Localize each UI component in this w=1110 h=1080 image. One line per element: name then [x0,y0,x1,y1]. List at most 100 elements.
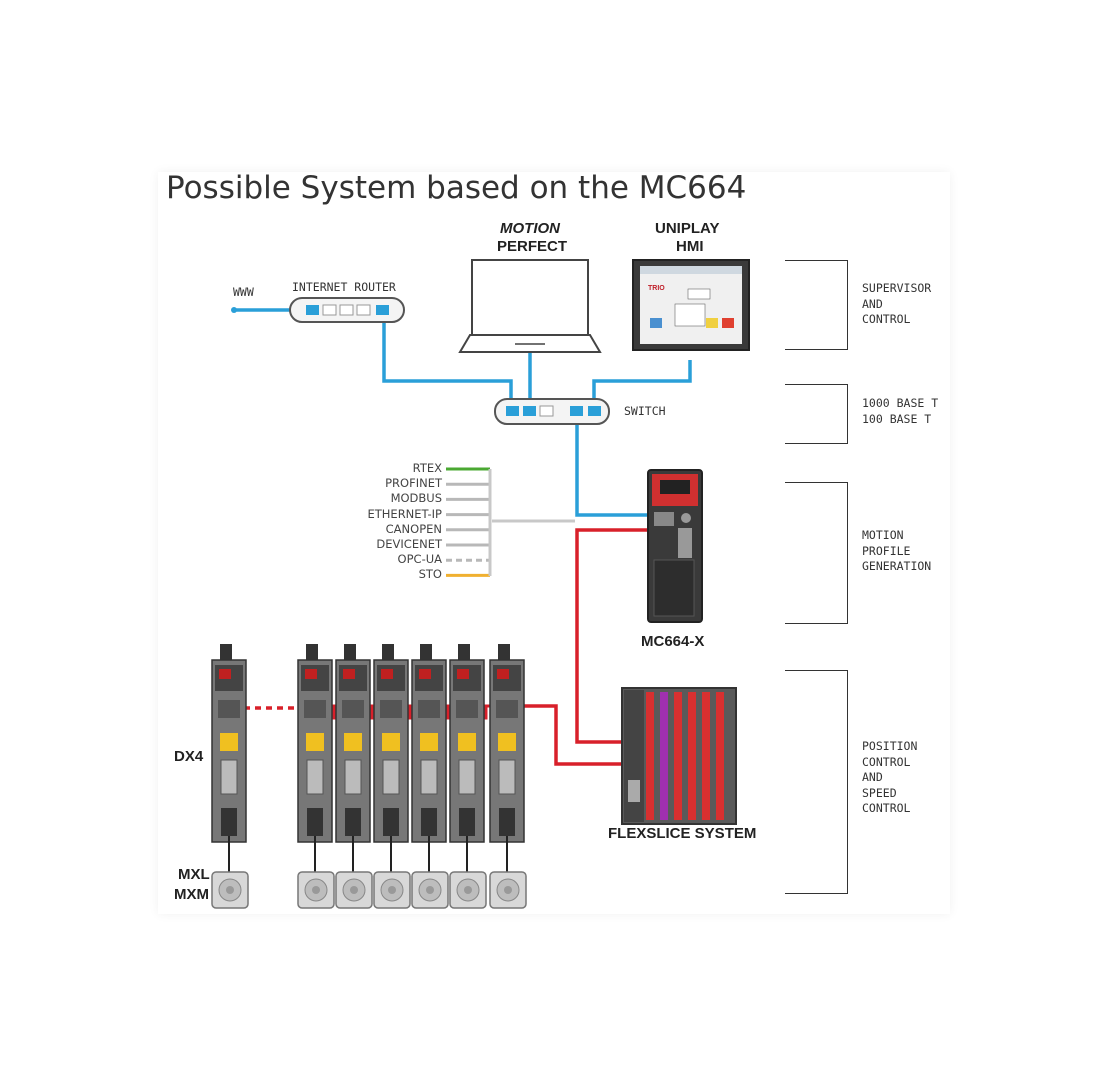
drive-io-terminal [458,733,476,751]
www-label: WWW [233,285,254,299]
drive-top-connector [306,644,318,662]
motor-shaft [464,886,472,894]
motor-group [211,871,527,909]
protocol-label: ETHERNET-IP [367,506,442,521]
hmi-label: HMI [676,238,704,255]
servo-drive [411,644,447,872]
servo-drive [335,644,371,872]
drive-feedback-connector [420,759,438,795]
protocol-label: MODBUS [390,491,442,506]
dx4-drive [211,644,247,872]
drive-feedback-connector [344,759,362,795]
servo-motor [449,871,487,909]
servo-drive [373,644,409,872]
protocol-label: STO [418,567,442,582]
drive-motor-connector [499,808,515,836]
motor-shaft [312,886,320,894]
servo-drive [297,644,333,872]
protocol-label: RTEX [412,461,442,475]
drive-motor-connector [221,808,237,836]
servo-drive [449,644,485,872]
level-text-network: 1000 BASE T 100 BASE T [862,396,938,427]
level-bracket-position [785,670,848,894]
drive-feedback-connector [220,759,238,795]
servo-motor [297,871,335,909]
drive-led-display [219,669,231,679]
drive-io-terminal [420,733,438,751]
drive-motor-connector [459,808,475,836]
network-switch [494,398,610,425]
drive-motor-connector [345,808,361,836]
servo-motor [411,871,449,909]
drive-led-display [343,669,355,679]
level-line: SUPERVISOR [862,281,932,295]
level-line: CONTROL [862,754,911,769]
drive-io-terminal [344,733,362,751]
drive-ports [342,700,364,718]
motor-shaft [504,886,512,894]
servo-motor [211,871,249,909]
servo-motor [489,871,527,909]
drive-top-connector [498,644,510,662]
mc664-label: MC664-X [641,633,705,650]
level-line: POSITION [862,739,918,753]
protocol-label: CANOPEN [385,521,442,536]
hmi-icon: TRIO [632,259,750,351]
drive-top-connector [420,644,432,662]
level-bracket-network [785,384,848,444]
level-line: MOTION [862,528,904,542]
drive-top-connector [220,644,232,662]
level-line: AND [862,770,883,784]
level-text-motion: MOTION PROFILE GENERATION [862,528,931,575]
mxm-label: MXM [174,886,209,903]
drive-feedback-connector [306,759,324,795]
drive-led-display [457,669,469,679]
drive-top-connector [458,644,470,662]
protocol-label: OPC-UA [397,552,442,567]
motor-shaft [226,886,234,894]
servo-motor [335,871,373,909]
drive-feedback-connector [458,759,476,795]
drive-ports [496,700,518,718]
servo-motor [373,871,411,909]
level-line: SPEED [862,785,897,800]
mc664-controller [647,469,703,623]
laptop-icon [458,259,602,353]
level-line: CONTROL [862,801,911,815]
drive-motor-connector [383,808,399,836]
level-line: CONTROL [862,312,911,326]
level-line: 100 BASE T [862,411,932,426]
drive-io-terminal [220,733,238,751]
drive-ports [304,700,326,718]
switch-label: SWITCH [624,404,666,418]
www-dot [231,307,237,313]
motor-shaft [388,886,396,894]
drive-led-display [419,669,431,679]
level-text-supervisor: SUPERVISOR AND CONTROL [862,281,931,328]
drives-to-flexslice-link [516,704,634,766]
drive-motor-connector [307,808,323,836]
diagram-title: Possible System based on the MC664 [166,170,747,206]
drive-ports [456,700,478,718]
switch-to-mc664-link [575,415,660,517]
drive-io-terminal [382,733,400,751]
drive-led-display [305,669,317,679]
drive-io-terminal [306,733,324,751]
internet-router [289,297,405,323]
dx4-label: DX4 [174,748,204,765]
drive-io-terminal [498,733,516,751]
level-bracket-motion [785,482,848,624]
motor-shaft [426,886,434,894]
drive-ports [380,700,402,718]
drive-top-connector [382,644,394,662]
level-line: GENERATION [862,559,932,573]
level-text-position: POSITION CONTROL AND SPEED CONTROL [862,739,917,817]
router-to-switch-link [382,310,513,410]
router-label: INTERNET ROUTER [292,280,396,294]
drive-ports [418,700,440,718]
motion-label: MOTION [500,220,560,237]
level-line: PROFILE [862,543,911,558]
level-bracket-supervisor [785,260,848,350]
